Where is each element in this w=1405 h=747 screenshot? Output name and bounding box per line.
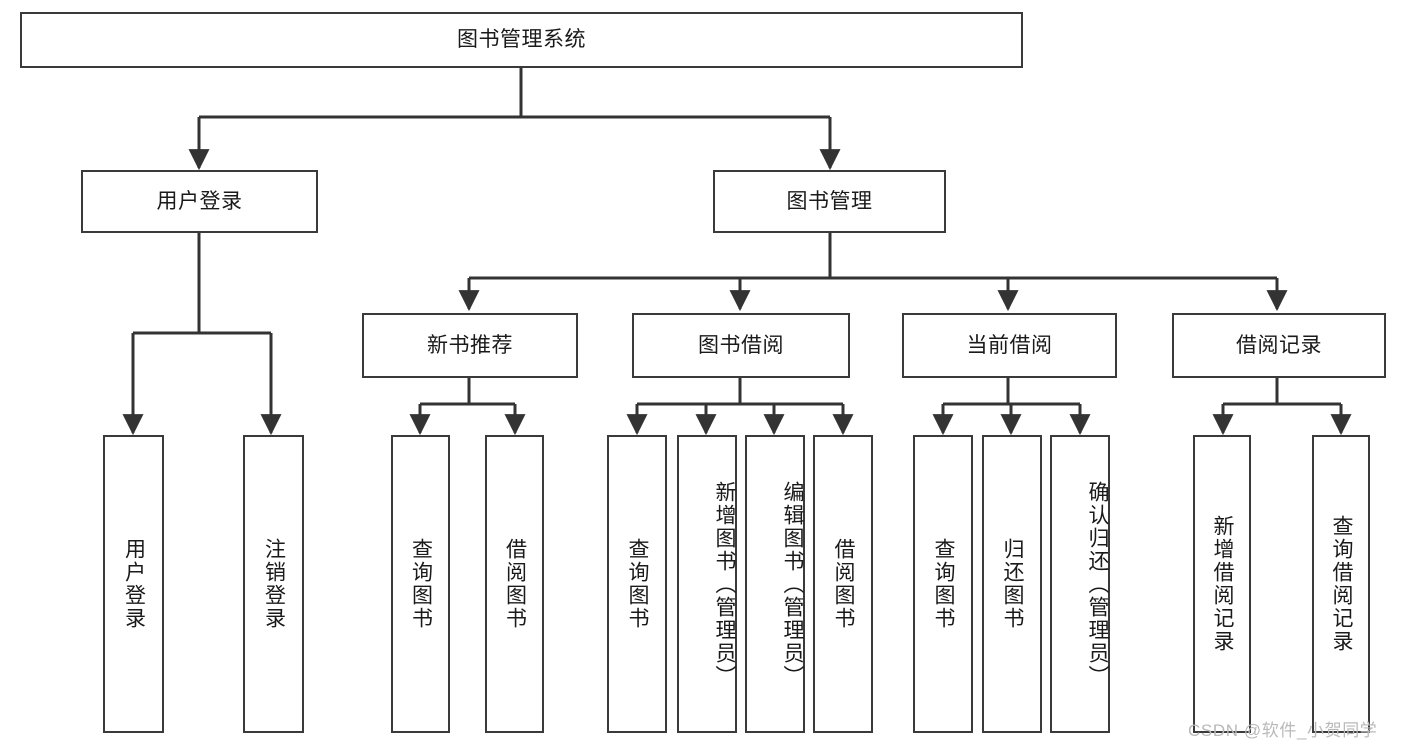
node-borrow-record[interactable]: 借阅记录 [1172,313,1386,378]
leaf-logout-login[interactable]: 注销登录 [243,435,304,733]
leaf-query-book-1[interactable]: 查询图书 [391,435,450,733]
leaf-logout-login-label: 注销登录 [262,538,286,630]
leaf-query-record-label: 查询借阅记录 [1330,515,1354,653]
node-borrow-record-label: 借阅记录 [1236,333,1322,357]
leaf-add-record[interactable]: 新增借阅记录 [1193,435,1251,733]
leaf-return-book-label: 归还图书 [1001,538,1025,630]
node-book-borrow[interactable]: 图书借阅 [632,313,850,378]
leaf-query-record[interactable]: 查询借阅记录 [1312,435,1370,733]
leaf-query-book-3-label: 查询图书 [932,538,956,630]
node-root-label: 图书管理系统 [457,28,586,52]
leaf-edit-book-label: 编辑图书（管理员） [781,480,804,688]
leaf-edit-book[interactable]: 编辑图书（管理员） [745,435,805,733]
leaf-query-book-3[interactable]: 查询图书 [913,435,973,733]
leaf-user-login-label: 用户登录 [122,538,146,630]
leaf-add-record-label: 新增借阅记录 [1211,515,1235,653]
node-new-book-recommend[interactable]: 新书推荐 [362,313,578,378]
node-user-login[interactable]: 用户登录 [81,170,318,233]
leaf-add-book-label: 新增图书（管理员） [713,480,736,688]
leaf-query-book-1-label: 查询图书 [409,538,433,630]
leaf-confirm-return-label: 确认归还（管理员） [1086,480,1109,688]
leaf-user-login[interactable]: 用户登录 [103,435,164,733]
leaf-return-book[interactable]: 归还图书 [982,435,1042,733]
leaf-borrow-book-1-label: 借阅图书 [503,538,527,630]
leaf-query-book-2[interactable]: 查询图书 [607,435,667,733]
node-new-book-recommend-label: 新书推荐 [427,333,513,357]
node-root[interactable]: 图书管理系统 [20,12,1023,68]
leaf-borrow-book-1[interactable]: 借阅图书 [485,435,544,733]
node-book-manage[interactable]: 图书管理 [713,170,946,233]
node-current-borrow-label: 当前借阅 [966,333,1053,357]
leaf-borrow-book-2-label: 借阅图书 [832,538,856,630]
leaf-query-book-2-label: 查询图书 [626,538,650,630]
node-book-manage-label: 图书管理 [786,189,873,213]
leaf-borrow-book-2[interactable]: 借阅图书 [813,435,873,733]
leaf-add-book[interactable]: 新增图书（管理员） [677,435,737,733]
node-current-borrow[interactable]: 当前借阅 [902,313,1117,378]
leaf-confirm-return[interactable]: 确认归还（管理员） [1050,435,1110,733]
node-book-borrow-label: 图书借阅 [698,333,784,357]
node-user-login-label: 用户登录 [156,189,243,213]
